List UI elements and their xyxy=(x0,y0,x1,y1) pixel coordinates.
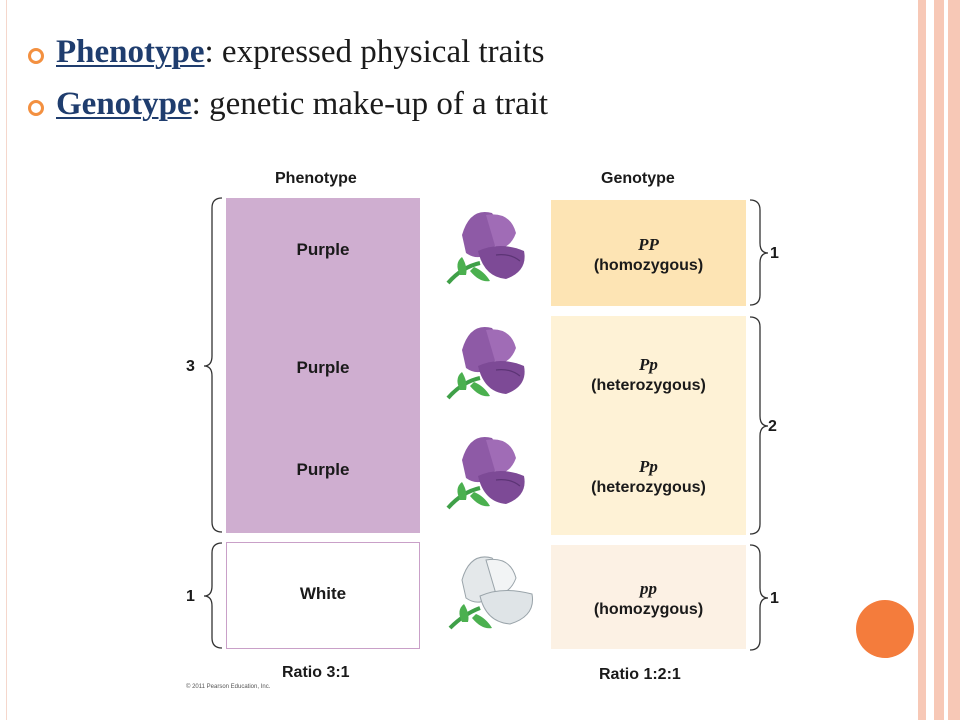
genotype-ratio: Ratio 1:2:1 xyxy=(599,666,681,683)
purple-flower-icon xyxy=(446,436,525,510)
definition-phenotype: : expressed physical traits xyxy=(204,34,545,70)
genotype-block-heterozygous xyxy=(551,316,746,535)
term-genotype: Genotype xyxy=(56,86,192,122)
right-bracket-1b xyxy=(749,544,769,651)
white-flower-icon xyxy=(448,556,534,630)
left-count: 1 xyxy=(186,588,195,605)
definition-genotype: : genetic make-up of a trait xyxy=(191,86,549,122)
genotype-heading: Genotype xyxy=(601,170,675,187)
decorative-circle xyxy=(856,600,914,658)
border-stripe xyxy=(918,0,926,720)
right-count: 1 xyxy=(770,590,779,607)
bullet-icon xyxy=(28,48,44,64)
border-stripe xyxy=(948,0,960,720)
border-stripe xyxy=(944,0,948,720)
right-count: 2 xyxy=(768,418,777,435)
bullet-icon xyxy=(28,100,44,116)
left-bracket-3 xyxy=(203,197,223,533)
left-bracket-1 xyxy=(203,542,223,649)
left-count: 3 xyxy=(186,358,195,375)
genotype-block-pp-homozygous xyxy=(551,200,746,306)
border-stripe xyxy=(926,0,934,720)
purple-phenotype-block xyxy=(226,198,420,533)
genotype-block-recessive xyxy=(551,545,746,649)
phenotype-label: Purple xyxy=(296,358,350,377)
genotype-label: Pp(heterozygous) xyxy=(591,457,706,496)
genotype-label: PP(homozygous) xyxy=(593,235,704,274)
phenotype-label: Purple xyxy=(296,460,350,479)
term-phenotype: Phenotype xyxy=(56,34,205,70)
right-count: 1 xyxy=(770,245,779,262)
right-bracket-2 xyxy=(749,316,769,535)
border-stripe xyxy=(934,0,944,720)
phenotype-ratio: Ratio 3:1 xyxy=(282,664,350,681)
white-phenotype-block xyxy=(226,542,420,649)
copyright: © 2011 Pearson Education, Inc. xyxy=(186,684,271,690)
right-bracket-1 xyxy=(749,199,769,306)
phenotype-label: Purple xyxy=(296,240,350,259)
purple-flower-icon xyxy=(446,326,525,400)
phenotype-label: White xyxy=(299,584,347,603)
genotype-label: pp(homozygous) xyxy=(593,579,704,618)
phenotype-heading: Phenotype xyxy=(275,170,357,187)
genotype-label: Pp(heterozygous) xyxy=(591,355,706,394)
slide-frame-line xyxy=(6,0,7,720)
purple-flower-icon xyxy=(446,211,525,285)
